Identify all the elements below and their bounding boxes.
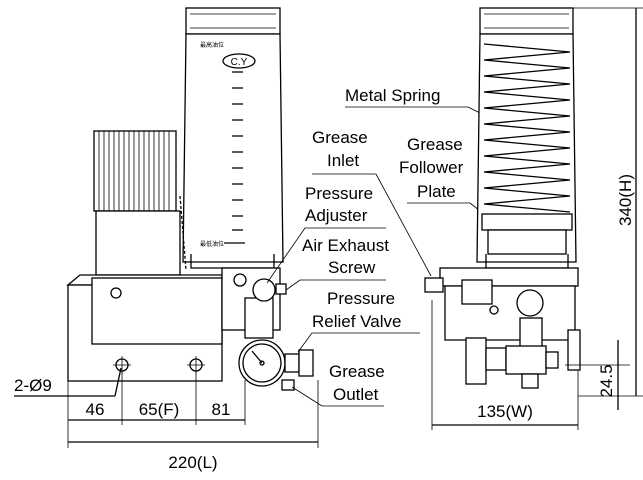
upper-level-mark: 最高油位	[200, 41, 224, 49]
label-grease-outlet-2: Outlet	[333, 385, 379, 404]
side-reservoir	[476, 7, 577, 269]
callout-labels: Metal Spring Grease Inlet Grease Followe…	[266, 86, 505, 407]
label-grease-inlet-1: Grease	[312, 128, 368, 147]
side-view: 135(W) 340(H) 24.5	[424, 7, 643, 430]
front-reservoir: 最高油位 最低油位 C.Y	[182, 7, 284, 269]
label-air-exhaust-2: Screw	[328, 258, 376, 277]
side-dimensions	[431, 7, 643, 430]
label-pressure-adjuster-1: Pressure	[305, 184, 373, 203]
front-motor	[93, 130, 187, 276]
label-follower-1: Grease	[407, 135, 463, 154]
holes-dimension: 2-Ø9	[14, 376, 52, 395]
side-base	[424, 267, 581, 389]
front-view: 最高油位 最低油位 C.Y	[14, 7, 319, 472]
dimension-24-5: 24.5	[597, 364, 616, 397]
front-gauge	[238, 339, 314, 391]
label-grease-inlet-2: Inlet	[327, 151, 359, 170]
label-grease-outlet-1: Grease	[329, 362, 385, 381]
label-pressure-adjuster-2: Adjuster	[305, 206, 368, 225]
lower-level-mark: 最低油位	[200, 240, 224, 248]
label-relief-valve-1: Pressure	[327, 289, 395, 308]
dimension-height: 340(H)	[616, 174, 635, 226]
label-relief-valve-2: Relief Valve	[312, 312, 401, 331]
dimension-65f: 65(F)	[139, 400, 180, 419]
dimension-length: 220(L)	[168, 453, 217, 472]
label-metal-spring: Metal Spring	[345, 86, 440, 105]
dimension-81: 81	[212, 400, 231, 419]
label-air-exhaust-1: Air Exhaust	[302, 236, 389, 255]
label-follower-3: Plate	[417, 182, 456, 201]
label-follower-2: Follower	[399, 158, 464, 177]
dimension-46: 46	[86, 400, 105, 419]
brand-logo: C.Y	[231, 57, 248, 68]
front-dimensions	[14, 367, 319, 448]
dimension-width: 135(W)	[477, 402, 533, 421]
front-base	[66, 267, 287, 382]
